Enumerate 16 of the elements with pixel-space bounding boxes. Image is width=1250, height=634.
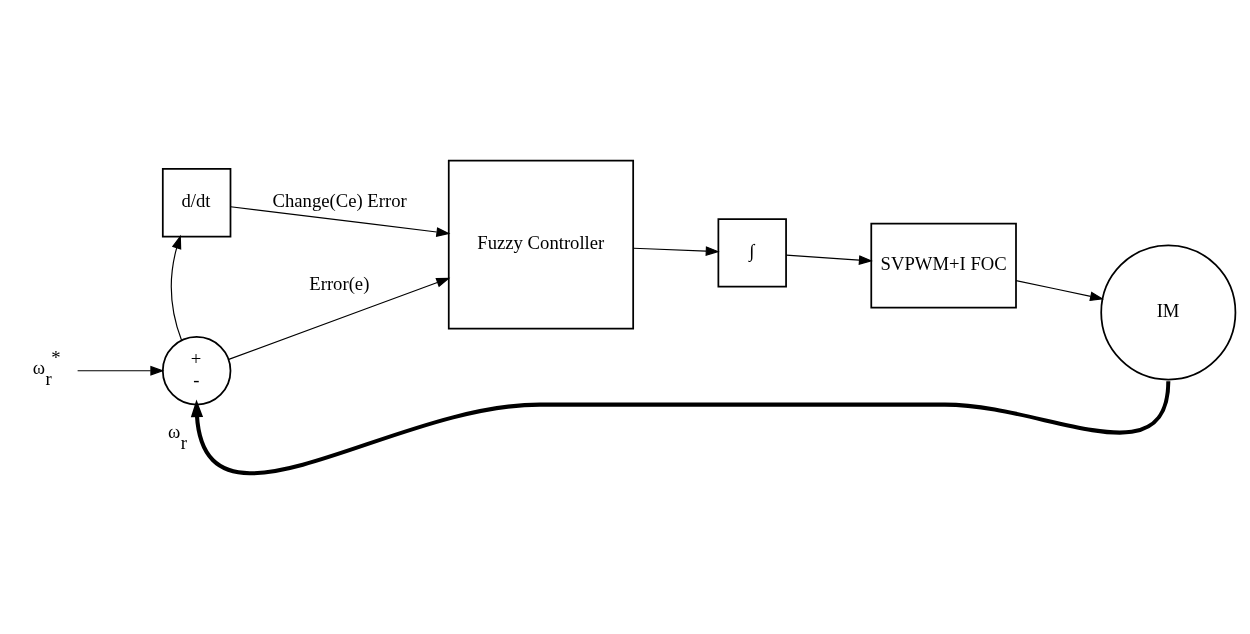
edge-label: Error(e) [309,272,370,294]
edge-label: Change(Ce) Error [272,190,407,212]
node-box: ∫ [717,218,787,288]
arrow [230,206,451,237]
arrow [228,277,451,360]
node-box: SVPWM+I FOC [870,222,1017,309]
node-circle: + - [161,336,232,406]
node-box: Fuzzy Controller [447,159,635,330]
arrow [77,365,165,376]
arrow [190,381,1171,475]
arrow [1015,280,1105,302]
arrow [785,254,873,265]
arrow [170,234,183,341]
arrow [632,246,720,256]
node-box: d/dt [161,167,232,238]
node-circle: IM [1100,244,1237,381]
